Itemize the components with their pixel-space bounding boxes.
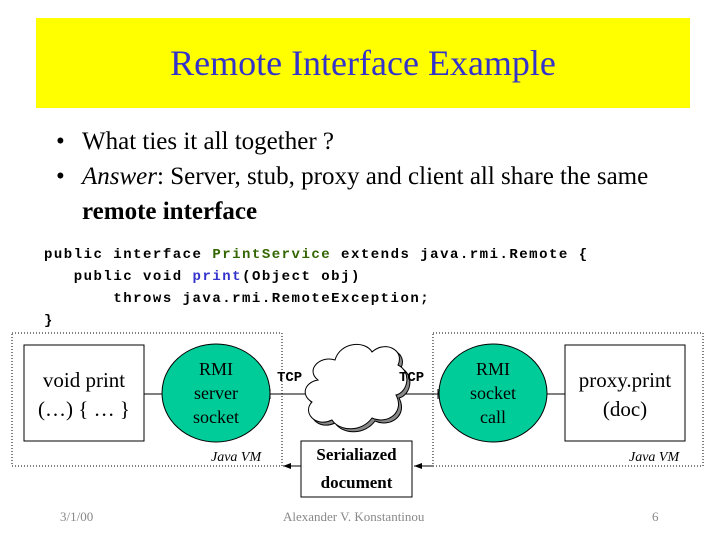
jvm-label-left: Java VM [211,450,262,465]
client-socket-line: RMI [475,359,510,379]
footer-date: 3/1/00 [60,509,94,524]
serialized-document-label: Serialiazed document [301,441,412,497]
server-socket-line: socket [193,407,239,427]
client-socket-label: RMI socket call [439,357,547,429]
server-method-line: void print [42,368,126,392]
answer-label: Answer [82,163,157,190]
client-call-line: (doc) [602,397,648,421]
code-token: public interface [44,247,213,263]
cloud-icon [304,344,411,433]
footer-page-number: 6 [652,509,659,524]
jvm-boundary-right [432,332,704,467]
client-socket-oval [438,343,548,443]
server-method-line: (…) { … } [38,397,130,421]
title-bar: Remote Interface Example [36,18,690,108]
client-socket-line: socket [470,383,516,403]
serialized-line: document [320,473,393,492]
serialized-line: Serialiazed [316,445,397,464]
code-token: throws java.rmi.RemoteException; [113,291,431,307]
server-socket-oval [161,343,271,443]
footer-author: Alexander V. Konstantinou [283,509,425,524]
code-token: public void [73,269,193,285]
code-token: (Object obj) [242,269,361,285]
server-socket-line: RMI [198,359,233,379]
bullet-item: • Answer: Server, stub, proxy and client… [56,159,696,229]
tcp-label-left: TCP [277,370,303,386]
server-method-label: void print (…) { … } [24,366,144,424]
bullet-text: What ties it all together ? [82,128,334,155]
slide-title: Remote Interface Example [170,43,556,83]
bullet-icon: • [56,163,65,190]
bullet-list: • What ties it all together ? • Answer: … [56,124,696,229]
code-token: extends java.rmi.Remote { [331,247,589,263]
server-socket-label: RMI server socket [162,357,270,429]
client-call-line: proxy.print [578,368,672,392]
code-block: public interface PrintService extends ja… [44,244,589,332]
code-line: throws java.rmi.RemoteException; [44,288,589,310]
code-line: public void print(Object obj) [44,266,589,288]
bullet-text: Answer: Server, stub, proxy and client a… [82,159,696,229]
answer-emphasis: remote interface [82,198,258,225]
answer-body: : Server, stub, proxy and client all sha… [157,163,649,190]
bullet-item: • What ties it all together ? [56,124,696,159]
code-token-highlight: print [192,269,243,285]
code-token-highlight: PrintService [212,247,332,263]
server-method-box [23,344,145,442]
bullet-icon: • [56,128,65,155]
tcp-label-right: TCP [399,370,425,386]
jvm-label-right: Java VM [629,450,680,465]
jvm-boundary-left [11,332,283,467]
code-token: } [44,313,54,329]
serialized-document-box [300,440,413,498]
code-line: } [44,310,589,332]
client-socket-line: call [480,407,506,427]
client-call-label: proxy.print (doc) [565,366,685,424]
server-socket-line: server [194,383,238,403]
client-call-box [564,344,686,442]
code-line: public interface PrintService extends ja… [44,244,589,266]
